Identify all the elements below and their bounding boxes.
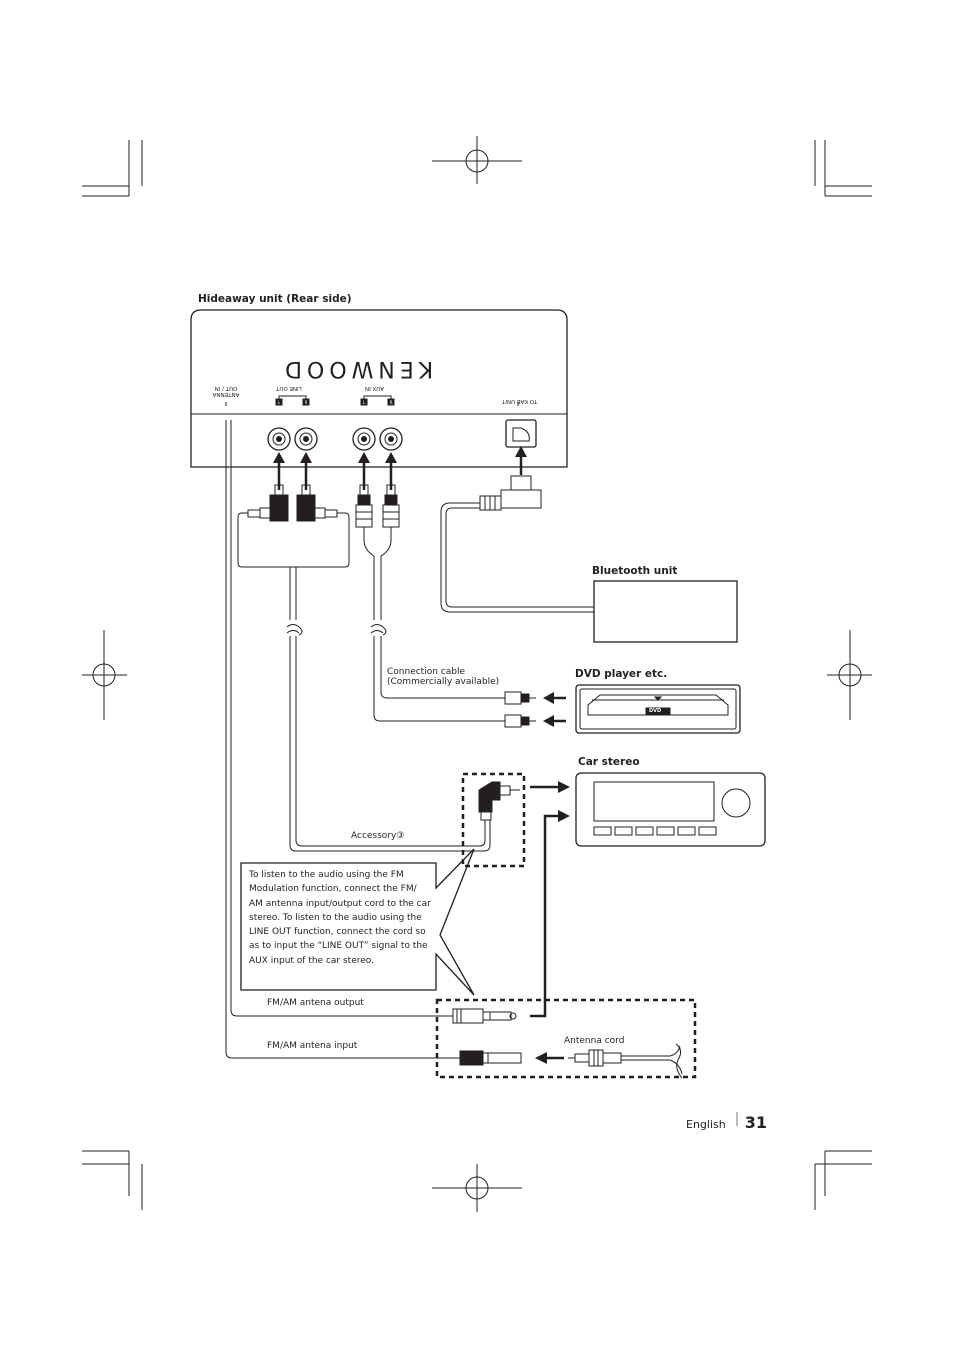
registration-mark-top: [432, 136, 522, 184]
kenwood-logo: KENWOOD: [280, 356, 434, 381]
line-out-jacks: [267, 427, 318, 451]
dvd-player: [575, 684, 741, 734]
hideaway-unit-title: Hideaway unit (Rear side): [198, 293, 352, 305]
port-channel-letter: R: [390, 400, 393, 405]
car-stereo-title: Car stereo: [578, 756, 640, 768]
page-footer: English 31: [686, 1113, 767, 1132]
dvd-connection-plugs: [504, 691, 536, 728]
fm-input-jack: [459, 1050, 522, 1066]
aux-in-port-label: AUX IN: [365, 385, 385, 392]
port-channel-letter: L: [363, 400, 366, 405]
line-out-plugs: [247, 484, 338, 522]
aux-in-cable: [363, 527, 505, 722]
fm-to-stereo-cable: [530, 814, 560, 1018]
crop-marks: [82, 140, 872, 1210]
accessory-dashed-box: [461, 772, 526, 868]
aux-in-jacks: [352, 427, 403, 451]
registration-mark-bottom: [432, 1164, 522, 1212]
accessory-label: Accessory③: [351, 831, 405, 841]
port-channel-letter: L: [278, 400, 281, 405]
antenna-dashed-box: [435, 998, 697, 1079]
antenna-port-label: ANTENNA OUT / IN: [212, 385, 240, 398]
line-out-cable: [237, 512, 491, 852]
antenna-cord-label: Antenna cord: [564, 1036, 625, 1046]
dvd-logo: DVD: [649, 708, 662, 714]
bluetooth-cable: [440, 502, 594, 613]
antenna-cord-plug: [568, 1043, 683, 1079]
kab-connector: [479, 475, 542, 511]
antenna-cables: [225, 420, 460, 1059]
fm-input-label: FM/AM antena input: [267, 1041, 358, 1051]
line-out-port-label: LINE OUT: [276, 385, 302, 392]
accessory-plug: [478, 781, 520, 821]
footer-language: English: [686, 1118, 726, 1131]
page-number: 31: [744, 1113, 767, 1132]
note-callout: [240, 848, 475, 996]
registration-mark-left: [82, 630, 127, 720]
car-stereo: [575, 772, 766, 847]
fm-output-plug: [452, 1008, 517, 1024]
registration-mark-right: [827, 630, 872, 720]
insert-arrows: [277, 455, 523, 490]
bluetooth-unit-title: Bluetooth unit: [592, 565, 678, 577]
kab-port-label: TO KAB UNIT: [502, 398, 538, 405]
note-text: To listen to the audio using the FM Modu…: [249, 870, 431, 966]
connection-cable-label: Connection cable (Commercially available…: [387, 667, 500, 687]
port-channel-letter: R: [305, 400, 308, 405]
aux-in-plugs: [355, 484, 400, 528]
dvd-player-title: DVD player etc.: [575, 668, 668, 680]
kab-port: [505, 419, 537, 448]
fm-output-label: FM/AM antena output: [267, 998, 364, 1008]
bluetooth-unit-box: [593, 580, 738, 643]
dvd-arrows: [552, 696, 566, 723]
port-channel-markers: [275, 398, 395, 406]
